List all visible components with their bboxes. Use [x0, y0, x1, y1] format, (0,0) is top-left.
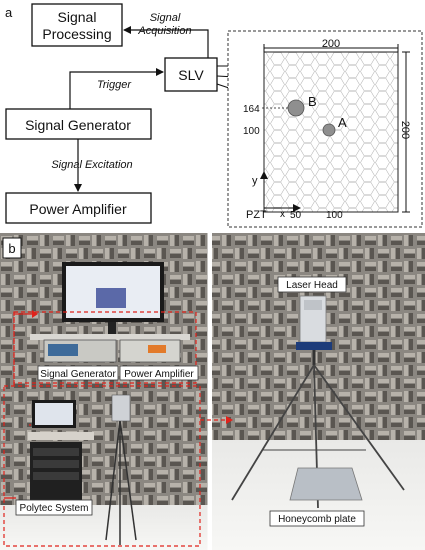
axis-y-label: y: [252, 175, 258, 187]
x-100-label: 100: [326, 210, 343, 221]
panel-b: b: [0, 233, 425, 550]
panel-b-label: b: [8, 241, 15, 256]
pzt-label: PZT: [246, 209, 267, 221]
trigger-arrow: [69, 68, 164, 109]
label-polytec-system: Polytec System: [20, 503, 89, 514]
point-b-label: B: [308, 94, 317, 109]
red-arrow-top: [32, 310, 38, 318]
signal-generator-label: Signal Generator: [25, 117, 131, 133]
tripod-leg-left: [231, 364, 315, 501]
y-164-label: 164: [243, 104, 260, 115]
label-laser-head: Laser Head: [286, 280, 338, 291]
acquisition-label-line2: Acquisition: [137, 25, 191, 37]
signal-processing-block: [31, 3, 123, 47]
x-50-label: 50: [290, 210, 302, 221]
point-b-marker: [287, 99, 305, 117]
excitation-label: Signal Excitation: [51, 159, 132, 171]
slv-block: [164, 57, 218, 92]
y-100-label: 100: [243, 126, 260, 137]
dim-right-label: 200: [399, 121, 411, 139]
slv-label: SLV: [178, 67, 204, 83]
point-a-marker: [322, 123, 336, 137]
point-a-label: A: [338, 115, 347, 130]
signal-processing-label-line2: Processing: [42, 26, 111, 42]
panel-a-label: a: [5, 5, 13, 20]
signal-processing-label-line1: Signal: [58, 9, 97, 25]
power-amplifier-block: [5, 192, 152, 224]
honeycomb-plate-photo: [289, 467, 363, 501]
label-honeycomb-plate: Honeycomb plate: [278, 514, 356, 525]
panel-a: a Signal Processing SLV Signal Generator…: [5, 3, 423, 228]
red-arrow-right: [226, 416, 233, 424]
trigger-label: Trigger: [97, 79, 132, 91]
dashed-frame-bottom: [3, 385, 201, 547]
label-signal-generator: Signal Generator: [40, 369, 116, 380]
tripod-leg-right: [313, 364, 405, 491]
dim-top-label: 200: [322, 38, 340, 50]
label-power-amplifier: Power Amplifier: [124, 369, 194, 380]
acquisition-label-line1: Signal: [150, 12, 181, 24]
axis-x-label: x: [280, 209, 285, 220]
acquisition-arrow: [123, 26, 209, 58]
power-amplifier-label: Power Amplifier: [29, 201, 127, 217]
